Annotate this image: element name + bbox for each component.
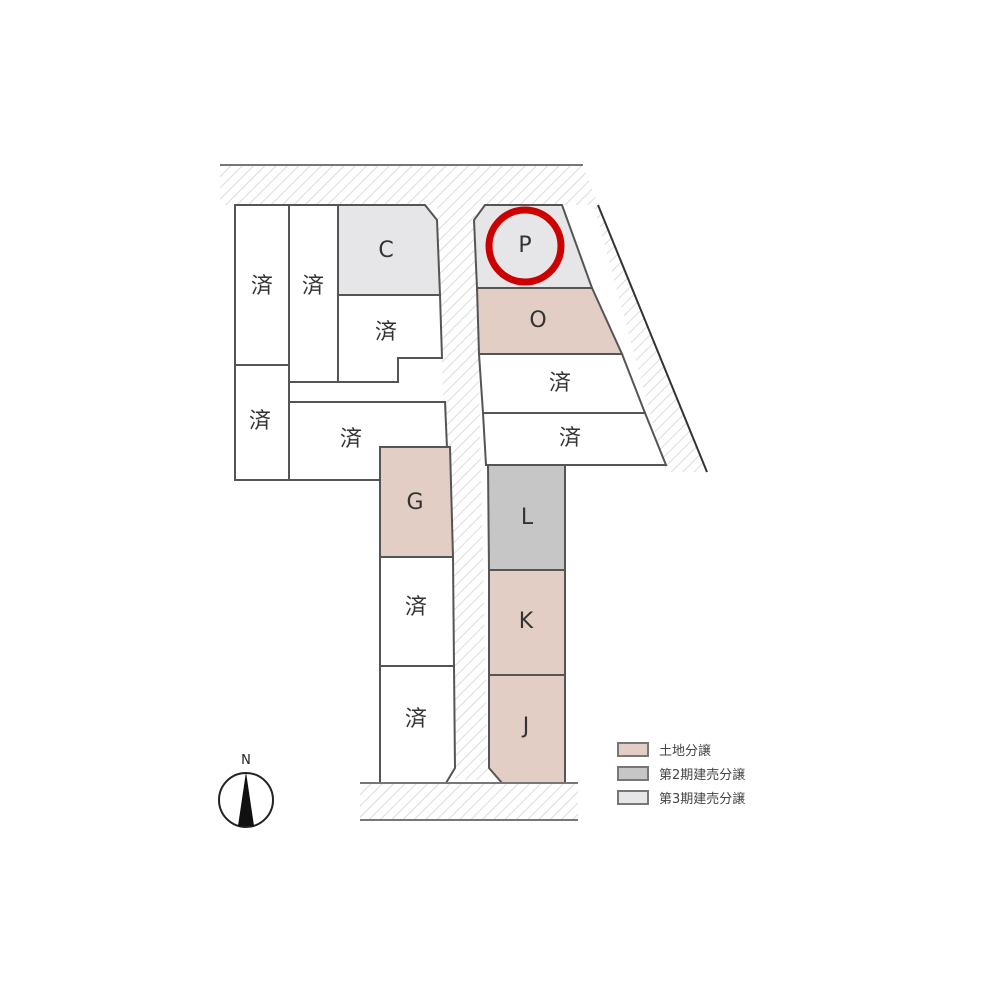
label-sold-3: 済	[375, 320, 397, 345]
label-sold-2: 済	[302, 274, 324, 299]
lot-O[interactable]	[475, 287, 624, 355]
north-arrow-icon	[238, 772, 254, 826]
road-central	[437, 205, 488, 780]
legend-label: 第2期建売分譲	[659, 767, 746, 783]
west-block	[234, 204, 449, 481]
lot-C[interactable]	[337, 204, 442, 296]
label-sold-7: 済	[559, 426, 581, 451]
lot-sold-3[interactable]	[337, 294, 444, 383]
label-sold-1: 済	[251, 274, 273, 299]
southwest-column	[379, 446, 457, 784]
legend-label: 土地分譲	[659, 743, 712, 759]
label-sold-8: 済	[405, 595, 427, 620]
label-G: G	[406, 490, 423, 515]
northeast-block	[472, 204, 668, 466]
legend-item-phase3: 第3期建売分譲	[617, 785, 745, 809]
label-P: P	[518, 233, 531, 258]
legend: 土地分譲 第2期建売分譲 第3期建売分譲	[617, 737, 745, 809]
label-L: L	[521, 505, 534, 530]
legend-swatch-phase3	[617, 789, 649, 805]
label-sold-5: 済	[340, 427, 362, 452]
label-sold-9: 済	[405, 707, 427, 732]
compass-north-label: N	[241, 753, 251, 768]
label-C: C	[378, 238, 393, 263]
legend-item-phase2: 第2期建売分譲	[617, 761, 745, 785]
lot-sold-7[interactable]	[481, 412, 668, 466]
southeast-column	[486, 464, 566, 784]
label-J: J	[521, 714, 530, 739]
label-O: O	[529, 308, 546, 333]
highlight-circle-icon	[485, 206, 565, 286]
road-north	[220, 165, 598, 205]
lot-sold-9[interactable]	[379, 665, 457, 784]
legend-label: 第3期建売分譲	[659, 791, 746, 807]
label-sold-6: 済	[549, 371, 571, 396]
legend-swatch-land-sale	[617, 741, 649, 757]
label-K: K	[519, 609, 534, 634]
road-south	[360, 783, 578, 820]
legend-item-land-sale: 土地分譲	[617, 737, 745, 761]
legend-swatch-phase2	[617, 765, 649, 781]
north-compass: N	[216, 750, 280, 830]
label-sold-4: 済	[249, 409, 271, 434]
roads	[220, 164, 708, 821]
